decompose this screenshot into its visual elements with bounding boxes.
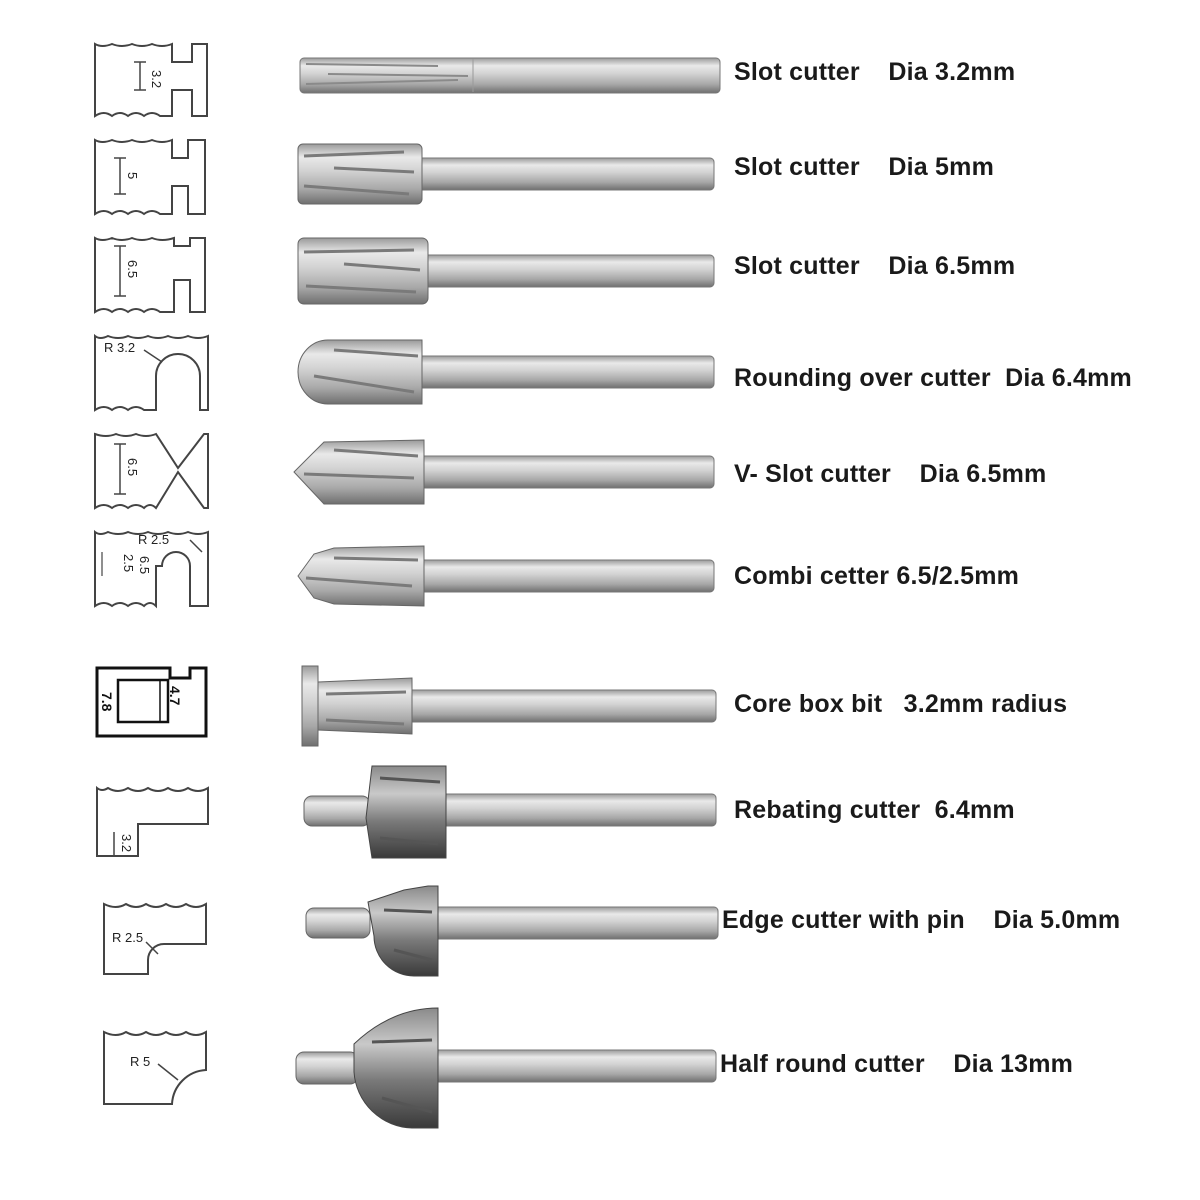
dimension-label: 4.7	[167, 686, 183, 706]
rounding-profile-icon: R 3.2	[94, 333, 209, 412]
core-box-bit-icon	[301, 665, 717, 747]
combi-bit-icon	[297, 545, 715, 607]
edge-profile-icon: R 2.5	[103, 902, 207, 975]
dimension-label: 3.2	[149, 70, 164, 88]
dimension-label: 5	[125, 172, 140, 179]
v-slot-profile-icon: 6.5	[94, 432, 209, 510]
cutter-label: V- Slot cutter Dia 6.5mm	[734, 460, 1047, 488]
rebating-bit-icon	[303, 765, 717, 859]
rebating-profile-icon: 3.2	[96, 785, 209, 857]
dimension-label: 6.5	[125, 260, 140, 278]
slot-cutter-bit-icon	[299, 57, 721, 94]
dimension-label: 3.2	[119, 834, 134, 852]
slot-cutter-bit-icon	[297, 143, 715, 205]
combi-profile-icon: R 2.5 6.5 2.5	[94, 529, 209, 609]
cutter-label: Core box bit 3.2mm radius	[734, 690, 1068, 718]
v-slot-bit-icon	[293, 439, 715, 505]
dimension-label: R 2.5	[138, 532, 169, 547]
half-round-profile-icon: R 5	[103, 1030, 207, 1105]
cutter-label: Rebating cutter 6.4mm	[734, 796, 1015, 824]
dimension-label: 7.8	[99, 692, 115, 712]
edge-bit-icon	[305, 885, 719, 977]
cutter-label: Edge cutter with pin Dia 5.0mm	[722, 906, 1121, 934]
dimension-label: 6.5	[125, 458, 140, 476]
rounding-over-bit-icon	[297, 339, 715, 405]
cutter-label: Half round cutter Dia 13mm	[720, 1050, 1074, 1078]
dimension-label: R 5	[130, 1054, 150, 1069]
slot-cutter-bit-icon	[297, 237, 715, 305]
slot-profile-icon: 3.2	[94, 42, 208, 118]
cutter-label: Slot cutter Dia 3.2mm	[734, 58, 1016, 86]
dimension-label: 2.5	[121, 554, 136, 572]
dimension-label: R 2.5	[112, 930, 143, 945]
cutter-label: Rounding over cutter Dia 6.4mm	[734, 364, 1132, 392]
core-box-profile-icon: 7.8 4.7	[95, 666, 208, 738]
slot-profile-icon: 5	[94, 138, 206, 216]
cutter-label: Slot cutter Dia 5mm	[734, 153, 995, 181]
slot-profile-icon: 6.5	[94, 236, 206, 314]
dimension-label: R 3.2	[104, 340, 135, 355]
cutter-label: Combi cetter 6.5/2.5mm	[734, 562, 1020, 590]
half-round-bit-icon	[295, 1007, 717, 1129]
dimension-label: 6.5	[137, 556, 152, 574]
cutter-label: Slot cutter Dia 6.5mm	[734, 252, 1016, 280]
